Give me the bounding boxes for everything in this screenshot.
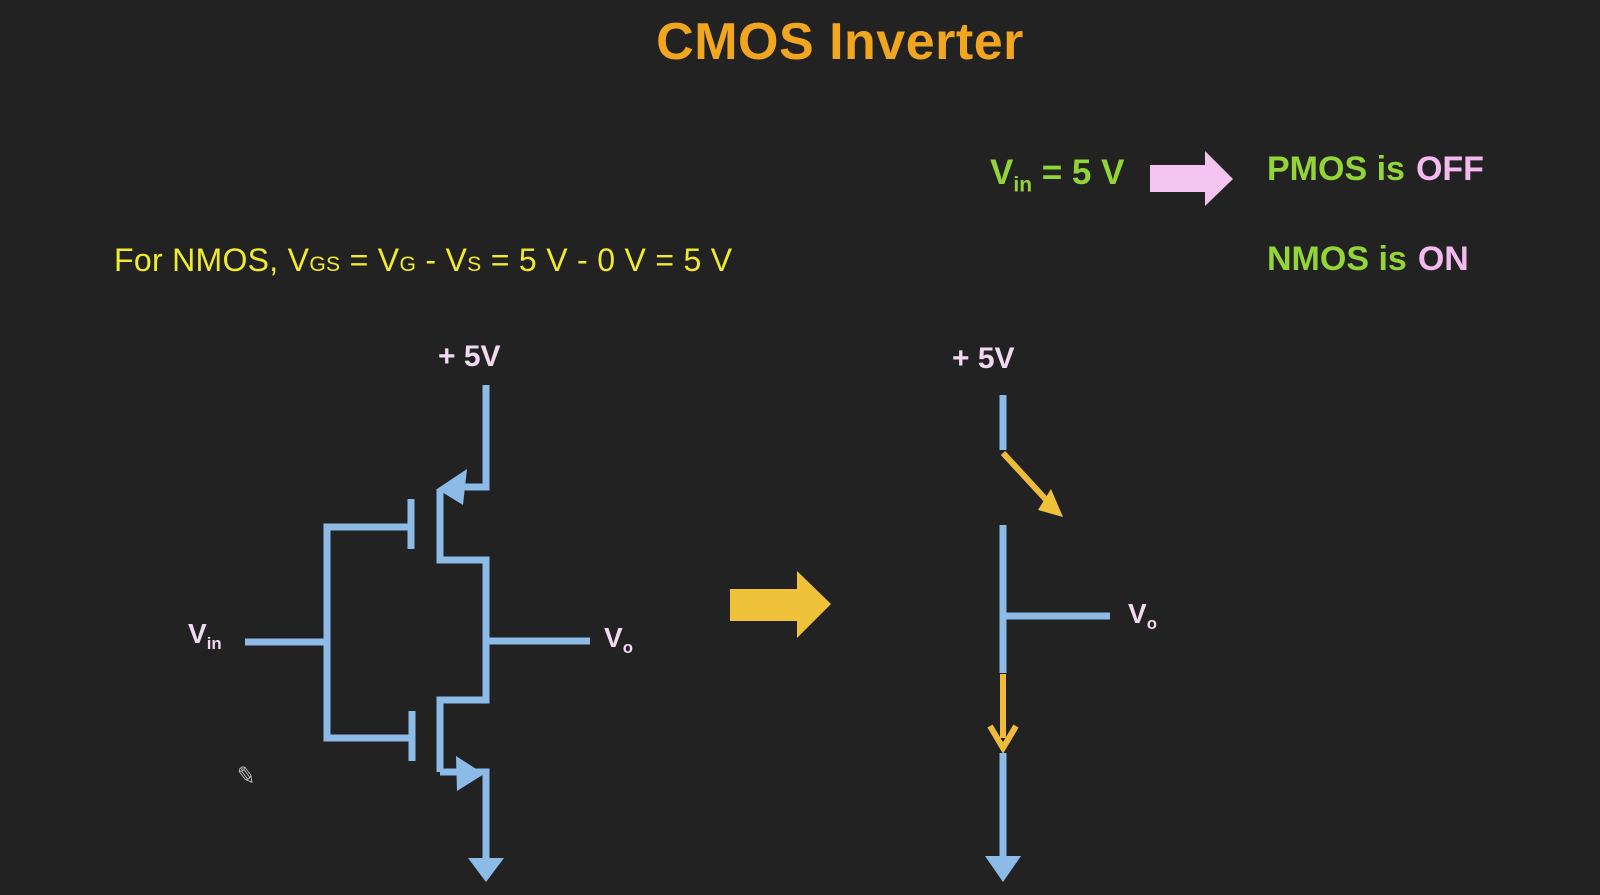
- pmos-nmos-channel-wire: [436, 489, 490, 772]
- pmos-prefix: PMOS is: [1267, 150, 1405, 188]
- right-vo-label: Vo: [1128, 598, 1157, 634]
- eq-sub3: S: [467, 253, 482, 276]
- left-vo-sub: o: [622, 637, 633, 657]
- nmos-vgs-equation: For NMOS, VGS = VG - VS = 5 V - 0 V = 5 …: [114, 242, 732, 279]
- left-supply-label: + 5V: [438, 340, 501, 373]
- pmos-result: PMOS is OFF: [1267, 150, 1484, 189]
- open-switch-arrow-icon: [1038, 489, 1063, 517]
- pencil-cursor-icon: ✎: [234, 761, 258, 792]
- transform-arrow-icon: [730, 571, 831, 638]
- right-ground-arrow-icon: [985, 856, 1021, 882]
- implication-arrow-icon: [1150, 151, 1233, 206]
- pmos-state: OFF: [1415, 150, 1484, 188]
- eq-part3: - V: [416, 242, 468, 278]
- gate-wire: [323, 523, 412, 742]
- eq-part1: For NMOS, V: [114, 242, 310, 278]
- eq-sub2: G: [399, 253, 417, 276]
- right-supply-label: + 5V: [952, 342, 1015, 375]
- condition-sub: in: [1013, 173, 1033, 197]
- condition-text: Vin = 5 V: [990, 153, 1124, 197]
- nmos-state: ON: [1417, 240, 1469, 278]
- condition-v: V: [990, 153, 1014, 192]
- page-title: CMOS Inverter: [656, 13, 1024, 71]
- vin-main: V: [188, 618, 207, 649]
- nmos-result: NMOS is ON: [1267, 240, 1469, 279]
- left-vo-label: Vo: [604, 622, 633, 658]
- current-arrow-head-icon: [987, 724, 1019, 754]
- eq-part4: = 5 V - 0 V = 5 V: [481, 242, 733, 278]
- open-switch-arm: [1000, 450, 1053, 507]
- vin-label: Vin: [188, 618, 222, 654]
- left-vo-main: V: [604, 622, 623, 653]
- nmos-source-ground-wire: [440, 768, 490, 858]
- right-vo-sub: o: [1146, 613, 1157, 633]
- vin-sub: in: [206, 633, 222, 653]
- eq-part2: = V: [340, 242, 400, 278]
- left-supply-wire: [458, 385, 490, 491]
- left-ground-arrow-icon: [468, 858, 504, 882]
- condition-rest: = 5 V: [1032, 153, 1125, 192]
- pmos-source-arrow-icon: [437, 469, 467, 505]
- eq-sub1: GS: [309, 253, 341, 276]
- nmos-prefix: NMOS is: [1267, 240, 1407, 278]
- right-vo-main: V: [1128, 598, 1147, 629]
- nmos-source-arrow-icon: [456, 756, 484, 791]
